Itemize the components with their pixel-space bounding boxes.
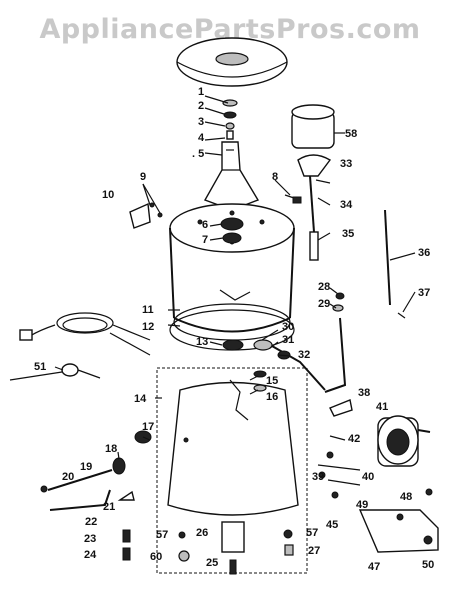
label-33: 33 (340, 158, 352, 170)
label-14: 14 (134, 393, 147, 405)
label-19: 19 (80, 461, 92, 473)
part-washer-15 (253, 370, 267, 378)
label-29: 29 (318, 298, 330, 310)
part-38 (329, 399, 353, 417)
part-bracket (129, 202, 151, 229)
label-6: 6 (202, 219, 208, 231)
label-35: 35 (342, 228, 354, 240)
label-7: 7 (202, 234, 208, 246)
label-36: 36 (418, 247, 430, 259)
label-5: . 5 (192, 148, 204, 160)
part-power-cord (9, 312, 151, 381)
label-28: 28 (318, 281, 330, 293)
label-32: 32 (298, 349, 310, 361)
label-18: 18 (105, 443, 117, 455)
label-21: 21 (103, 501, 115, 513)
part-bearing-seal (222, 232, 242, 244)
part-washer-16 (253, 384, 267, 392)
label-8: 8 (272, 171, 278, 183)
label-16: 16 (266, 391, 278, 403)
label-9: 9 (140, 171, 146, 183)
part-lever-assembly (40, 469, 135, 561)
label-40: 40 (362, 471, 374, 483)
label-17: 17 (142, 421, 154, 433)
label-57a: 57 (156, 529, 168, 541)
part-screw-37 (397, 312, 406, 319)
part-motor (377, 415, 431, 467)
label-1: 1 (198, 86, 204, 98)
label-60: 60 (150, 551, 162, 563)
label-24: 24 (84, 549, 97, 561)
label-30: 30 (282, 321, 294, 333)
label-38: 38 (358, 387, 370, 399)
part-drain-hose (324, 317, 347, 393)
part-57a (178, 531, 186, 539)
label-42: 42 (348, 433, 360, 445)
part-25 (229, 559, 237, 575)
label-13: 13 (196, 336, 208, 348)
part-bearing (220, 217, 244, 231)
part-29 (332, 304, 344, 312)
label-23: 23 (84, 533, 96, 545)
part-agitator-post (203, 141, 260, 211)
part-base-plate (358, 509, 439, 553)
part-lid (176, 37, 288, 87)
label-50: 50 (422, 559, 434, 571)
part-coupler (309, 231, 319, 261)
label-48: 48 (400, 491, 412, 503)
label-39: 39 (312, 471, 324, 483)
label-31: 31 (282, 334, 294, 346)
part-28 (335, 292, 345, 300)
label-22: 22 (85, 516, 97, 528)
label-25: 25 (206, 557, 218, 569)
part-nut (226, 130, 234, 140)
label-51: 51 (34, 361, 46, 373)
label-49: 49 (356, 499, 368, 511)
label-47: 47 (368, 561, 380, 573)
label-57b: 57 (306, 527, 318, 539)
part-clamp (253, 339, 273, 351)
label-20: 20 (62, 471, 74, 483)
part-bearing-18 (112, 457, 126, 475)
label-26: 26 (196, 527, 208, 539)
label-34: 34 (340, 199, 353, 211)
part-seal (223, 111, 237, 119)
label-10: 10 (102, 189, 114, 201)
part-27 (284, 544, 294, 556)
part-57b (283, 529, 293, 539)
label-3: 3 (198, 116, 204, 128)
part-inner-basket (167, 379, 299, 553)
part-60 (178, 550, 190, 562)
part-rod (384, 209, 391, 306)
part-cap (222, 99, 238, 107)
label-58: 58 (345, 128, 357, 140)
part-filter-canister (291, 104, 335, 177)
part-washer (225, 122, 235, 130)
label-2: 2 (198, 100, 204, 112)
label-4: 4 (198, 132, 205, 144)
label-11: 11 (142, 304, 154, 316)
label-41: 41 (376, 401, 388, 413)
part-tub-outlet (222, 339, 244, 351)
label-12: 12 (142, 321, 154, 333)
label-27: 27 (308, 545, 320, 557)
label-45: 45 (326, 519, 338, 531)
label-15: 15 (266, 375, 278, 387)
label-37: 37 (418, 287, 430, 299)
